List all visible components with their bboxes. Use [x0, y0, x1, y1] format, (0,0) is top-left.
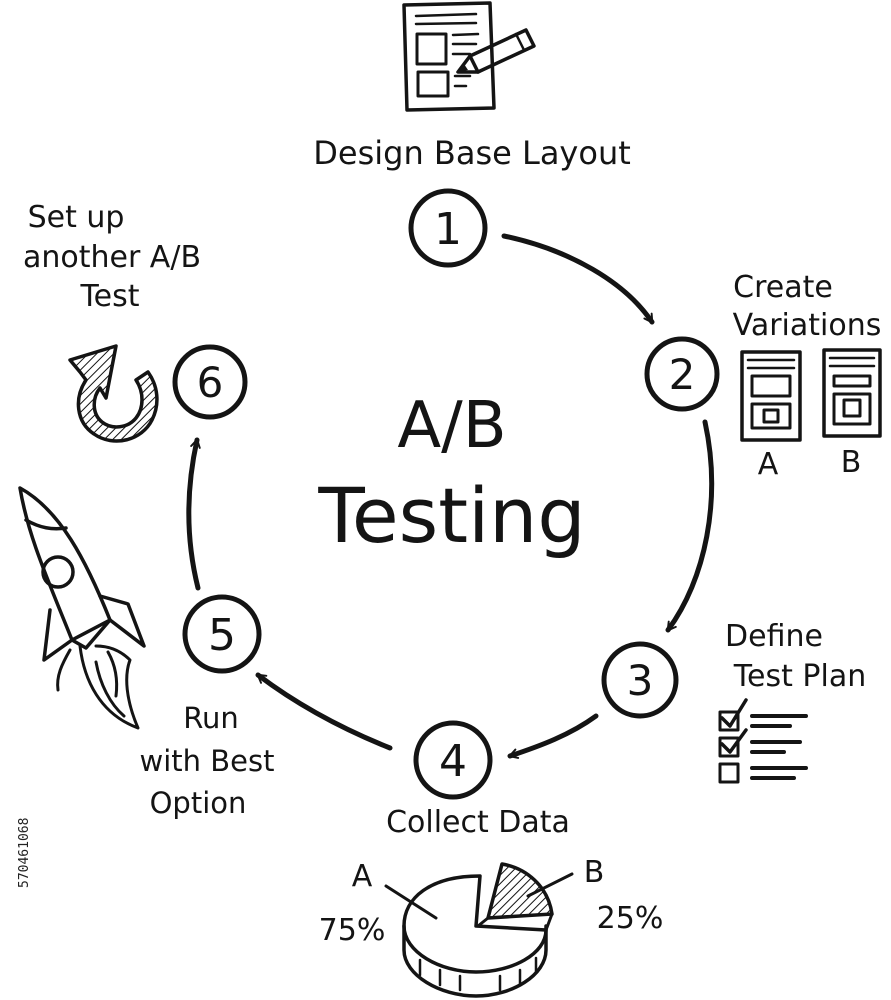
step-4-label: Collect Data: [386, 805, 570, 840]
step-6-label-line2: another A/B: [23, 240, 201, 275]
step-1: 1: [408, 188, 488, 268]
step-5-number: 5: [208, 610, 236, 661]
step-6-number: 6: [197, 358, 224, 407]
step-6-label-line3: Test: [79, 279, 139, 314]
step-5-label-line2: with Best: [140, 744, 275, 778]
arrow-1-to-2: [501, 233, 655, 325]
pie-a-pointer: [384, 884, 438, 920]
variation-a-label: A: [758, 447, 779, 482]
step-3-label-line2: Test Plan: [733, 659, 866, 694]
layout-sketch-icon: [402, 1, 496, 112]
pie-a-label: A: [352, 859, 373, 894]
step-3-number: 3: [627, 656, 654, 705]
pie-b-label: B: [584, 855, 605, 890]
step-2-label-line2: Variations: [733, 308, 882, 343]
step-4-number: 4: [439, 736, 467, 787]
refresh-arrow-icon: [68, 344, 159, 443]
step-2-number: 2: [669, 350, 696, 399]
step-2-label-line1: Create: [733, 270, 833, 305]
step-6-label-line1: Set up: [28, 200, 125, 235]
pie-a-value: 75%: [319, 913, 386, 948]
diagram-title-line1: A/B: [397, 389, 506, 463]
step-1-number: 1: [434, 204, 462, 255]
diagram-title-line2: Testing: [317, 471, 585, 560]
step-4: 4: [413, 720, 493, 800]
pie-chart-icon: [402, 862, 554, 998]
rocket-icon: [18, 486, 146, 730]
arrow-4-to-5: [255, 672, 393, 751]
pie-b-value: 25%: [597, 901, 664, 936]
pencil-icon: [456, 28, 536, 74]
step-1-label: Design Base Layout: [313, 134, 631, 172]
arrow-2-to-3: [665, 419, 715, 633]
step-5-label-line3: Option: [150, 786, 247, 820]
step-2: 2: [644, 336, 720, 412]
step-6: 6: [172, 344, 248, 420]
step-5: 5: [182, 594, 262, 674]
arrow-5-to-6: [186, 437, 201, 591]
step-5-label-line1: Run: [183, 701, 239, 735]
arrow-3-to-4: [507, 713, 599, 759]
checklist-icon: [718, 698, 808, 784]
layout-variation-icon: [740, 348, 882, 442]
pie-b-pointer: [526, 872, 574, 898]
stock-image-id: 570461068: [17, 818, 32, 888]
variation-b-label: B: [841, 445, 862, 480]
step-3: 3: [601, 641, 679, 719]
step-3-label-line1: Define: [725, 619, 823, 654]
